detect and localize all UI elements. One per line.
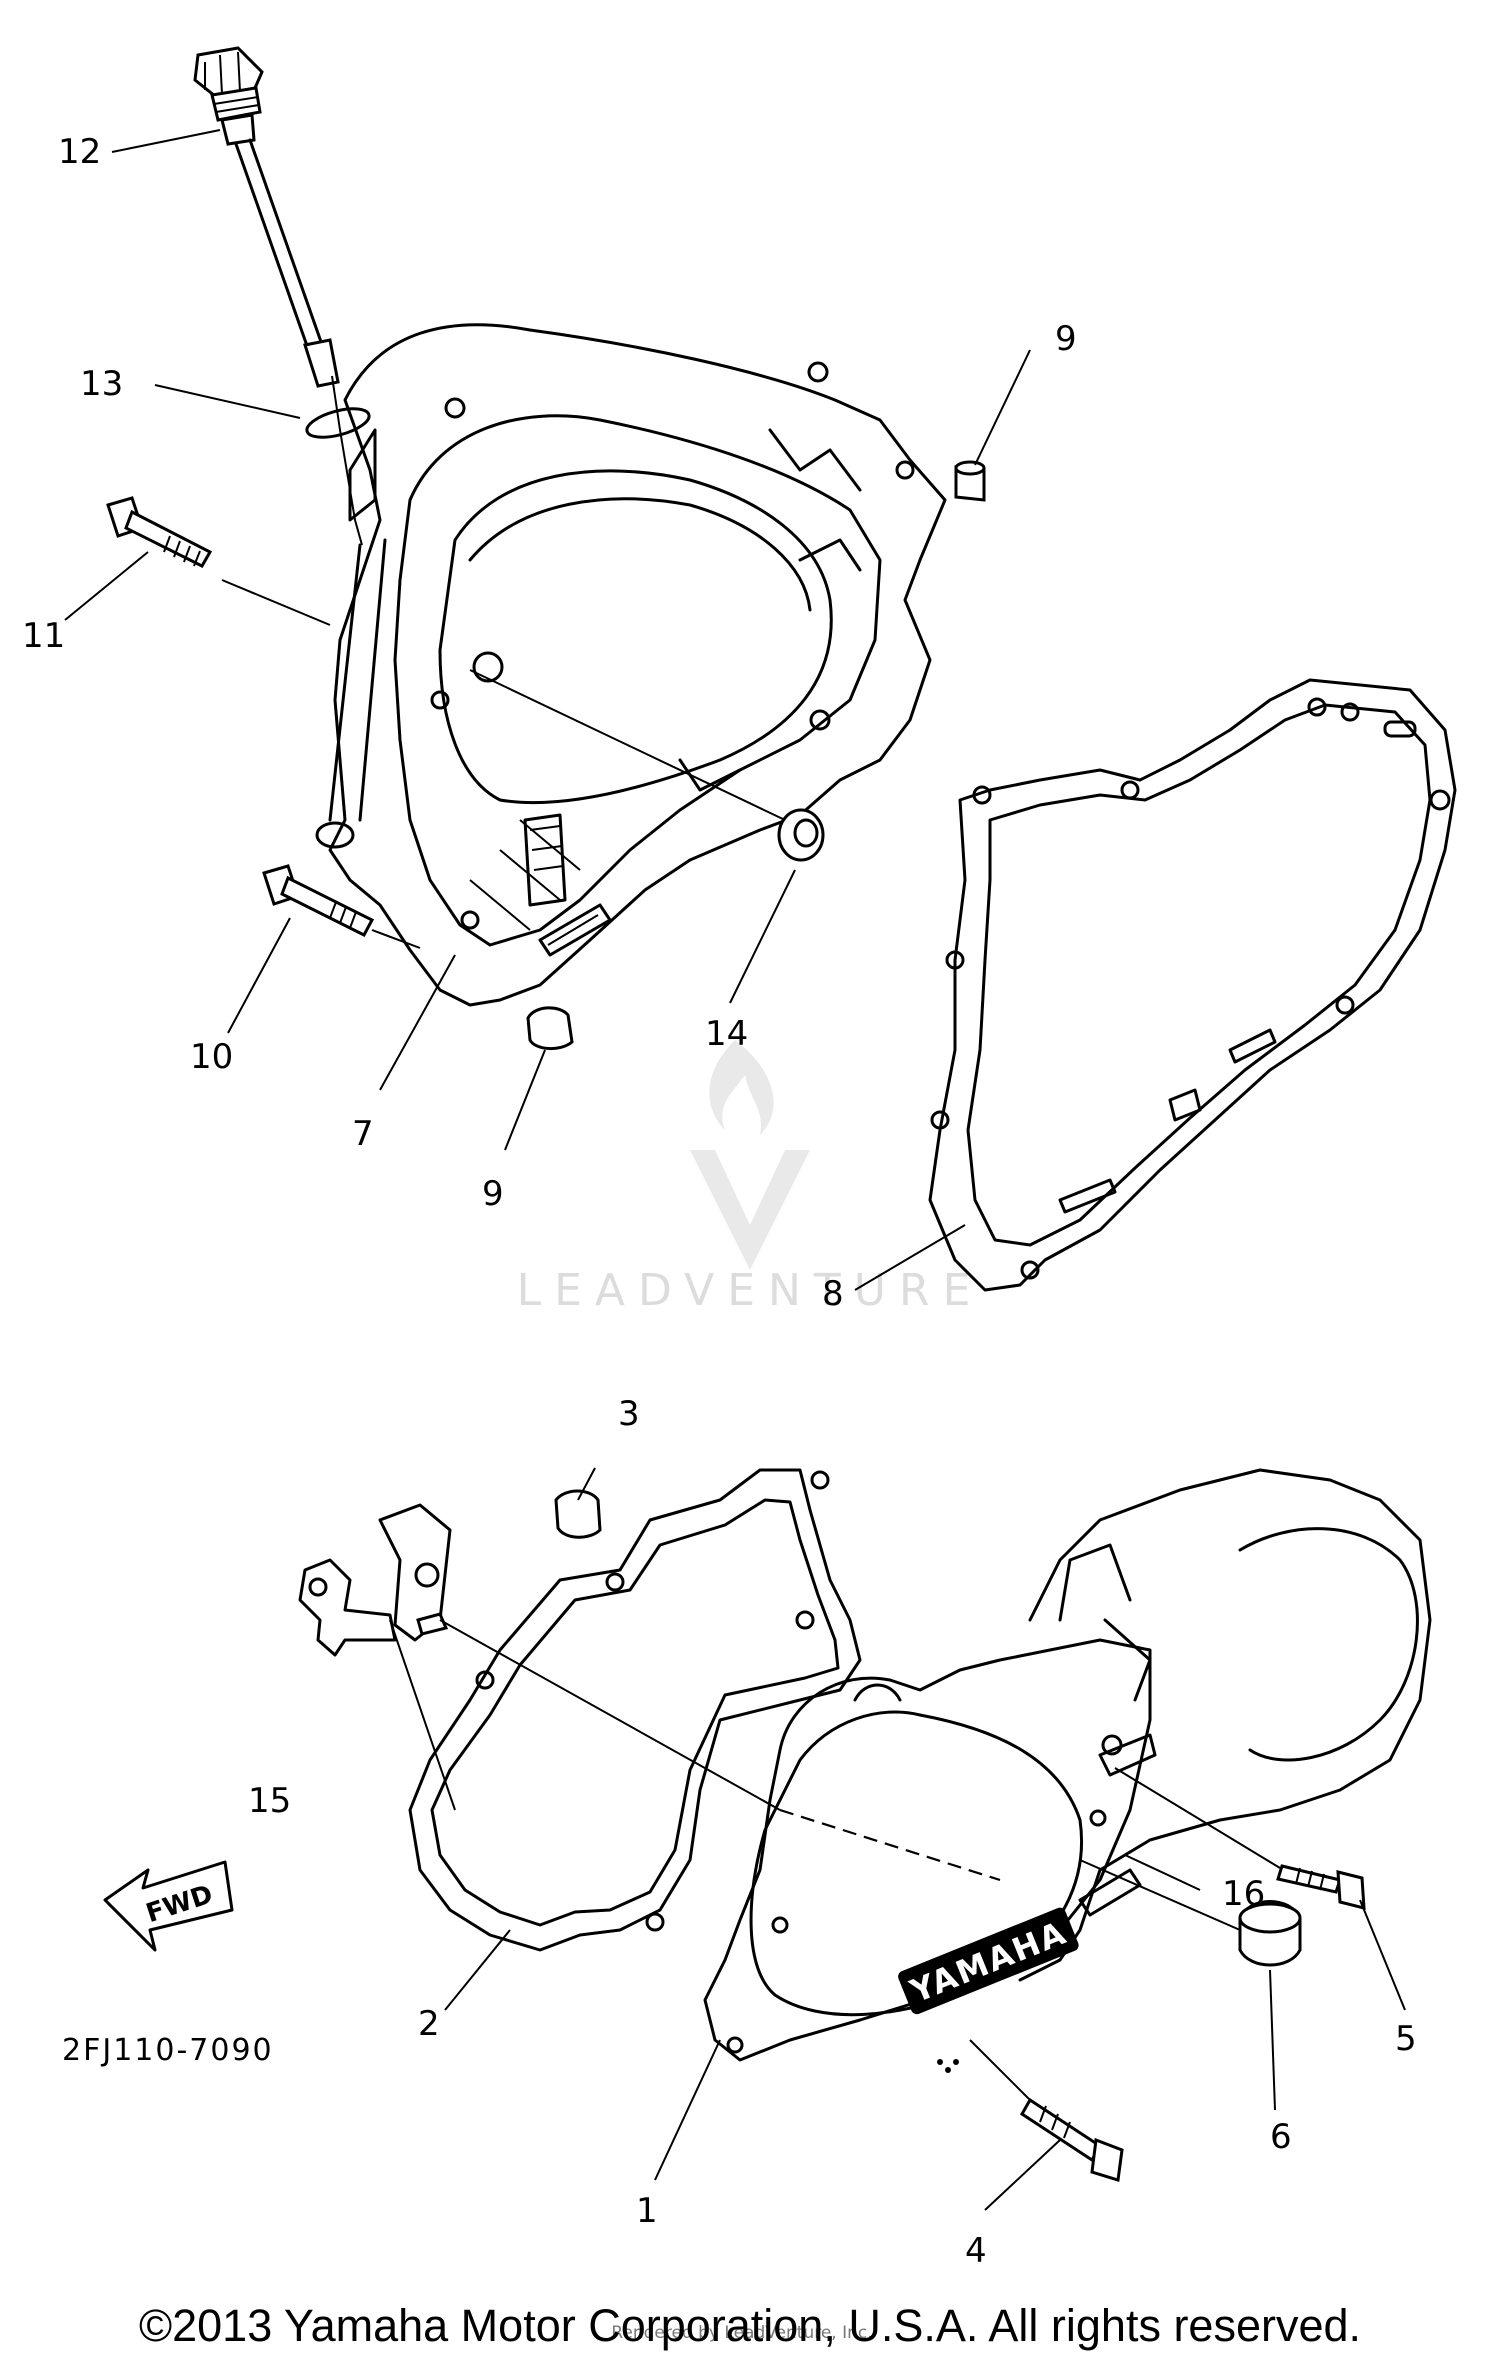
callout-3: 3 <box>618 1394 640 1434</box>
callout-4: 4 <box>965 2231 987 2271</box>
callout-12: 12 <box>58 132 101 172</box>
part-5-screw <box>1276 1864 1366 1910</box>
render-credit: Rendered by LeadVenture, Inc. <box>611 2323 872 2343</box>
part-8-gasket <box>928 678 1457 1292</box>
callout-14: 14 <box>705 1014 748 1054</box>
callouts: 12 13 11 10 7 9 14 9 8 3 15 2 1 4 5 6 16 <box>22 132 1417 2271</box>
callout-2: 2 <box>418 2004 440 2044</box>
part-9b-dowel-pin <box>526 1006 574 1050</box>
part-4-bolt <box>1019 2097 1124 2182</box>
diagram-code: 2FJ110-7090 <box>62 2033 274 2068</box>
part-9a-dowel-pin <box>954 460 986 502</box>
callout-5: 5 <box>1395 2019 1417 2059</box>
part-2-gasket <box>408 1468 862 1952</box>
callout-16: 16 <box>1222 1874 1265 1914</box>
watermark-text: LEADVENTURE <box>517 1265 984 1316</box>
part-15-bracket <box>298 1503 452 1657</box>
part-7-crankcase-cover <box>315 323 947 1007</box>
part-14-oil-seal <box>777 808 825 862</box>
part-1-crankcase-cover: YAMAHA <box>703 1468 1432 2073</box>
assembly-lines <box>221 375 1281 2101</box>
callout-10: 10 <box>190 1037 233 1077</box>
callout-9b: 9 <box>482 1174 504 1214</box>
callout-9a: 9 <box>1055 319 1077 359</box>
callout-7: 7 <box>352 1114 374 1154</box>
callout-6: 6 <box>1270 2117 1292 2157</box>
watermark-logo-icon <box>690 1040 810 1270</box>
yamaha-logo-plate <box>898 1907 1079 2015</box>
leader-lines <box>64 129 1406 2211</box>
copyright-notice: ©2013 Yamaha Motor Corporation, U.S.A. A… <box>138 2300 1362 2351</box>
part-10-bolt <box>262 864 375 937</box>
fwd-arrow-icon: FWD <box>103 1860 234 1952</box>
part-6-plug <box>1238 1900 1302 1967</box>
part-3-dowel-pin <box>554 1489 602 1539</box>
callout-13: 13 <box>80 364 123 404</box>
callout-8: 8 <box>822 1274 844 1314</box>
callout-11: 11 <box>22 616 65 656</box>
callout-1: 1 <box>636 2191 658 2231</box>
watermark: LEADVENTURE <box>517 1040 984 1316</box>
callout-15: 15 <box>248 1781 291 1821</box>
part-11-bolt <box>106 496 213 568</box>
part-12-dipstick <box>193 46 340 388</box>
